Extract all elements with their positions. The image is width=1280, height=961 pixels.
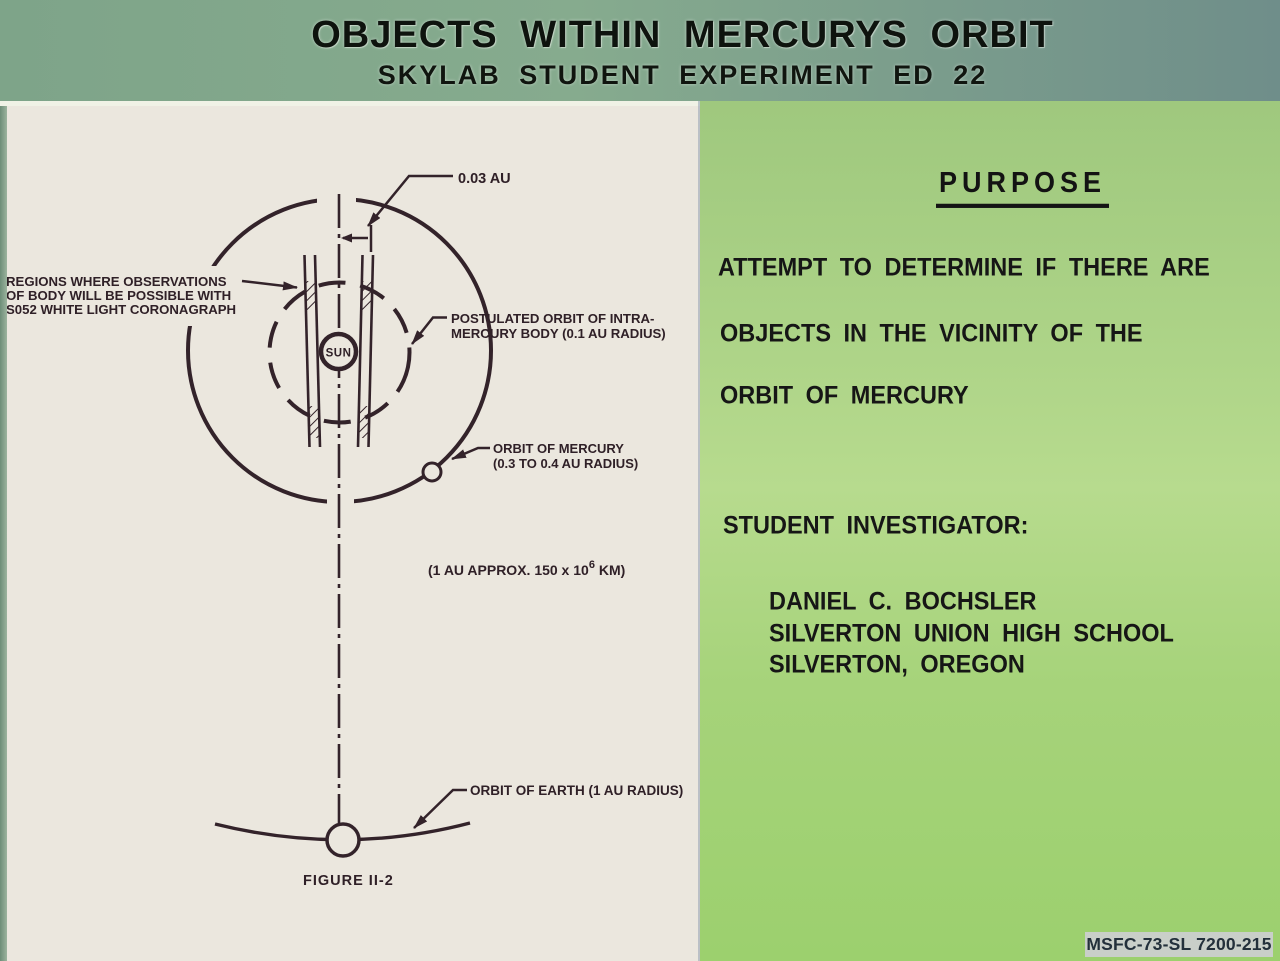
investigator-school: SILVERTON UNION HIGH SCHOOL [769,619,1174,647]
dimension-label: 0.03 AU [458,171,511,187]
purpose-line-1: ATTEMPT TO DETERMINE IF THERE ARE [718,253,1210,281]
diagram-panel: SUN 0.03 AU REGIONS WHERE OBSERVATIONS O… [7,106,700,961]
mercury-dot [421,461,443,483]
leader-postulated-orbit [411,316,447,345]
investigator-heading: STUDENT INVESTIGATOR: [723,511,1029,539]
panel-divider [698,101,701,961]
observation-hatch-regions [305,281,373,438]
leader-003au [367,174,453,227]
leader-earth-orbit [413,788,467,829]
intra-mercury-orbit-circle [267,280,412,425]
postulated-orbit-label-line-1: POSTULATED ORBIT OF INTRA- [451,311,654,326]
header-divider [0,101,700,106]
dimension-003au [341,225,373,252]
observation-regions-label-line-1: REGIONS WHERE OBSERVATIONS [7,274,227,289]
purpose-line-3: ORBIT OF MERCURY [720,381,969,409]
purpose-heading: PURPOSE [936,167,1110,208]
au-scale-note-exponent: 6 [589,559,595,571]
purpose-line-2: OBJECTS IN THE VICINITY OF THE [720,319,1143,347]
au-scale-note-main: (1 AU APPROX. 150 x 10 [428,562,589,578]
orbit-diagram: SUN 0.03 AU REGIONS WHERE OBSERVATIONS O… [7,171,683,889]
au-scale-note: (1 AU APPROX. 150 x 106 KM) [428,559,625,578]
investigator-city: SILVERTON, OREGON [769,650,1025,678]
sun-circle [318,331,359,372]
figure-label: FIGURE II-2 [303,873,394,889]
leader-mercury-orbit [451,446,490,461]
leader-observation-regions [241,279,298,291]
mercury-orbit-label-line-1: ORBIT OF MERCURY [493,441,624,456]
left-edge-strip [0,106,7,961]
earth-orbit-label: ORBIT OF EARTH (1 AU RADIUS) [470,783,683,798]
mercury-orbit-label-line-2: (0.3 TO 0.4 AU RADIUS) [493,456,638,471]
header-band: OBJECTS WITHIN MERCURYS ORBIT SKYLAB STU… [0,0,1280,101]
photo-reference-badge: MSFC-73-SL 7200-215 [1085,932,1273,957]
observation-regions-label-line-2: OF BODY WILL BE POSSIBLE WITH [7,288,231,303]
postulated-orbit-label-line-2: MERCURY BODY (0.1 AU RADIUS) [451,326,666,341]
slide-subtitle: SKYLAB STUDENT EXPERIMENT ED 22 [377,60,988,90]
observation-regions-label-line-3: S052 WHITE LIGHT CORONAGRAPH [7,302,236,317]
slide-title: OBJECTS WITHIN MERCURYS ORBIT [311,14,1054,56]
au-scale-note-unit: KM) [595,562,625,578]
sun-label: SUN [326,348,352,360]
purpose-panel: PURPOSE ATTEMPT TO DETERMINE IF THERE AR… [700,101,1280,961]
orbit-circle-gaps [182,192,356,508]
earth-circle [325,822,361,858]
investigator-name: DANIEL C. BOCHSLER [769,587,1037,615]
